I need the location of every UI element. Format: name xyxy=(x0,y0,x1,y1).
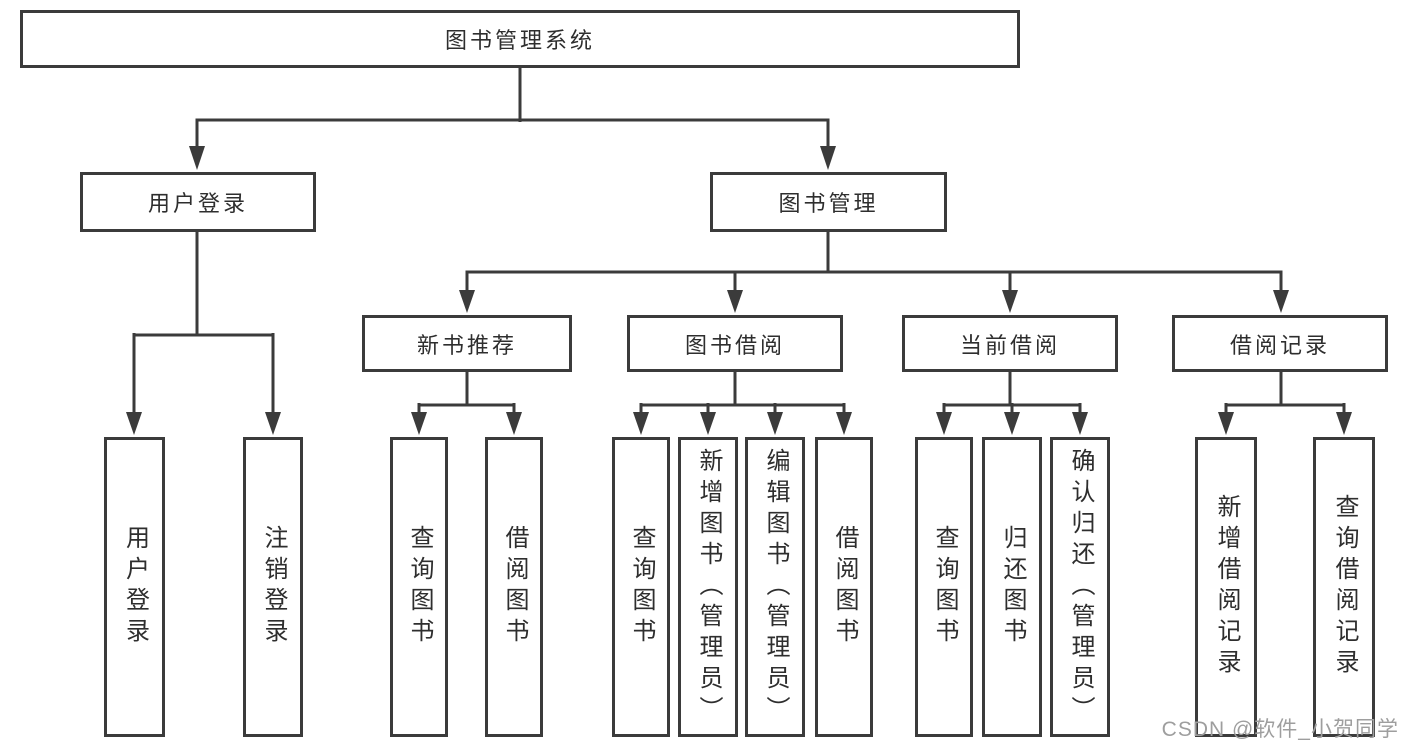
leaf-query-books-borrow: 查询图书 xyxy=(612,437,670,737)
node-book-management-label: 图书管理 xyxy=(778,191,879,216)
leaf-edit-book-admin: 编辑图书（管理员） xyxy=(745,437,805,737)
leaf-confirm-return-admin-label: 确认归还（管理员） xyxy=(1067,447,1094,727)
node-user-login-label: 用户登录 xyxy=(147,191,248,216)
leaf-borrow-books-recommend: 借阅图书 xyxy=(485,437,543,737)
leaf-confirm-return-admin: 确认归还（管理员） xyxy=(1050,437,1110,737)
node-new-book-recommend: 新书推荐 xyxy=(362,315,572,372)
leaf-query-borrow-record: 查询借阅记录 xyxy=(1313,437,1375,737)
node-book-borrow: 图书借阅 xyxy=(627,315,843,372)
node-current-borrow-label: 当前借阅 xyxy=(959,332,1060,358)
leaf-logout: 注销登录 xyxy=(243,437,303,737)
node-book-management: 图书管理 xyxy=(710,172,947,232)
node-new-book-recommend-label: 新书推荐 xyxy=(416,332,517,358)
leaf-query-books-current-label: 查询图书 xyxy=(931,525,958,649)
leaf-query-books-borrow-label: 查询图书 xyxy=(628,525,655,649)
node-user-login: 用户登录 xyxy=(80,172,316,232)
leaf-add-borrow-record-label: 新增借阅记录 xyxy=(1213,494,1240,680)
leaf-add-book-admin-label: 新增图书（管理员） xyxy=(695,447,722,727)
csdn-watermark: CSDN @软件_小贺同学 xyxy=(1161,718,1399,741)
leaf-add-book-admin: 新增图书（管理员） xyxy=(678,437,738,737)
leaf-borrow-books-label: 借阅图书 xyxy=(831,525,858,649)
leaf-query-books-recommend-label: 查询图书 xyxy=(406,525,433,649)
leaf-query-books-current: 查询图书 xyxy=(915,437,973,737)
leaf-logout-label: 注销登录 xyxy=(260,525,287,649)
leaf-query-borrow-record-label: 查询借阅记录 xyxy=(1331,494,1358,680)
leaf-user-login-label: 用户登录 xyxy=(121,525,149,649)
node-root: 图书管理系统 xyxy=(20,10,1020,68)
leaf-add-borrow-record: 新增借阅记录 xyxy=(1195,437,1257,737)
node-borrow-records-label: 借阅记录 xyxy=(1229,332,1330,358)
leaf-return-books: 归还图书 xyxy=(982,437,1042,737)
node-book-borrow-label: 图书借阅 xyxy=(684,332,785,358)
leaf-query-books-recommend: 查询图书 xyxy=(390,437,448,737)
leaf-borrow-books: 借阅图书 xyxy=(815,437,873,737)
node-root-label: 图书管理系统 xyxy=(444,28,595,53)
leaf-borrow-books-recommend-label: 借阅图书 xyxy=(501,525,528,649)
leaf-user-login: 用户登录 xyxy=(104,437,165,737)
leaf-edit-book-admin-label: 编辑图书（管理员） xyxy=(762,447,789,727)
node-borrow-records: 借阅记录 xyxy=(1172,315,1388,372)
leaf-return-books-label: 归还图书 xyxy=(999,525,1026,649)
node-current-borrow: 当前借阅 xyxy=(902,315,1118,372)
